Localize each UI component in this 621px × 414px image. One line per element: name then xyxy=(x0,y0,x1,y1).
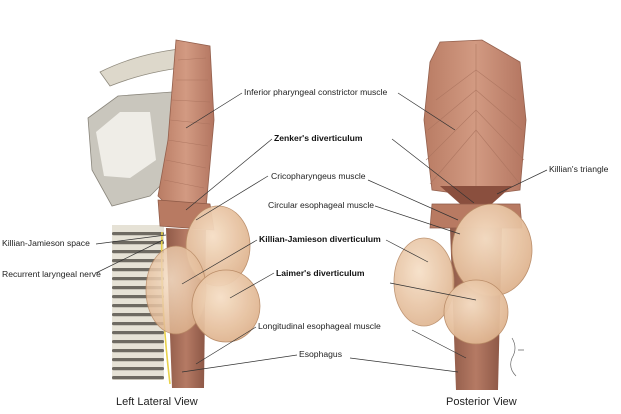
leader-circular-esophageal xyxy=(374,205,461,235)
tracheal-ring xyxy=(112,259,164,263)
tracheal-ring xyxy=(112,232,164,236)
label-killian-jamieson-diverticulum: Killian-Jamieson diverticulum xyxy=(259,234,381,244)
cartilage-highlight xyxy=(96,112,156,178)
label-inferior-constrictor: Inferior pharyngeal constrictor muscle xyxy=(244,87,388,97)
leader-killian-jamieson-space xyxy=(95,234,167,245)
label-zenker: Zenker's diverticulum xyxy=(274,133,363,143)
label-esophagus: Esophagus xyxy=(299,349,343,359)
leader-laimer-right xyxy=(389,282,477,301)
leader-laimer-left xyxy=(229,272,275,299)
label-longitudinal-esophageal: Longitudinal esophageal muscle xyxy=(258,321,381,331)
leader-kj-diverticulum-right xyxy=(385,239,429,263)
posterior-view xyxy=(393,39,533,390)
leader-killians-triangle xyxy=(496,169,548,195)
leader-lines xyxy=(95,92,548,373)
label-killians-triangle: Killian's triangle xyxy=(549,164,609,174)
tracheal-ring xyxy=(112,367,164,371)
label-cricopharyngeus: Cricopharyngeus muscle xyxy=(271,171,366,181)
laimer-pouch-left xyxy=(191,269,261,343)
tracheal-ring xyxy=(112,340,164,344)
tracheal-ring xyxy=(112,331,164,335)
label-laimer: Laimer's diverticulum xyxy=(276,268,365,278)
leader-esophagus-right xyxy=(349,357,459,373)
leader-longitudinal-left xyxy=(195,326,257,365)
label-recurrent-laryngeal: Recurrent laryngeal nerve xyxy=(2,269,101,279)
leader-longitudinal-right xyxy=(411,329,467,359)
leader-recurrent-laryngeal xyxy=(95,239,164,274)
tracheal-ring xyxy=(112,358,164,362)
tracheal-ring xyxy=(112,349,164,353)
laimer-pouch-posterior xyxy=(443,279,509,345)
tracheal-ring xyxy=(112,250,164,254)
tracheal-ring xyxy=(112,376,164,380)
killian-jamieson-pouch-posterior xyxy=(393,237,455,327)
leader-inferior-constrictor-right xyxy=(397,92,456,131)
artist-signature xyxy=(510,337,524,377)
killians-triangle-area xyxy=(440,186,512,218)
tracheal-ring xyxy=(112,241,164,245)
label-killian-jamieson-space: Killian-Jamieson space xyxy=(2,238,90,248)
leader-zenker-left xyxy=(185,138,273,211)
tracheal-ring xyxy=(112,322,164,326)
leader-zenker-right xyxy=(391,138,475,204)
label-circular-esophageal: Circular esophageal muscle xyxy=(268,200,375,210)
leader-cricopharyngeus-right xyxy=(367,179,459,221)
leader-esophagus-left xyxy=(181,354,298,373)
left-lateral-view xyxy=(87,39,261,388)
caption-left-lateral-view: Left Lateral View xyxy=(116,396,198,408)
leader-inferior-constrictor-left xyxy=(185,92,243,129)
caption-posterior-view: Posterior View xyxy=(446,396,517,408)
leader-kj-diverticulum-left xyxy=(181,239,258,285)
leader-cricopharyngeus-left xyxy=(195,175,269,221)
